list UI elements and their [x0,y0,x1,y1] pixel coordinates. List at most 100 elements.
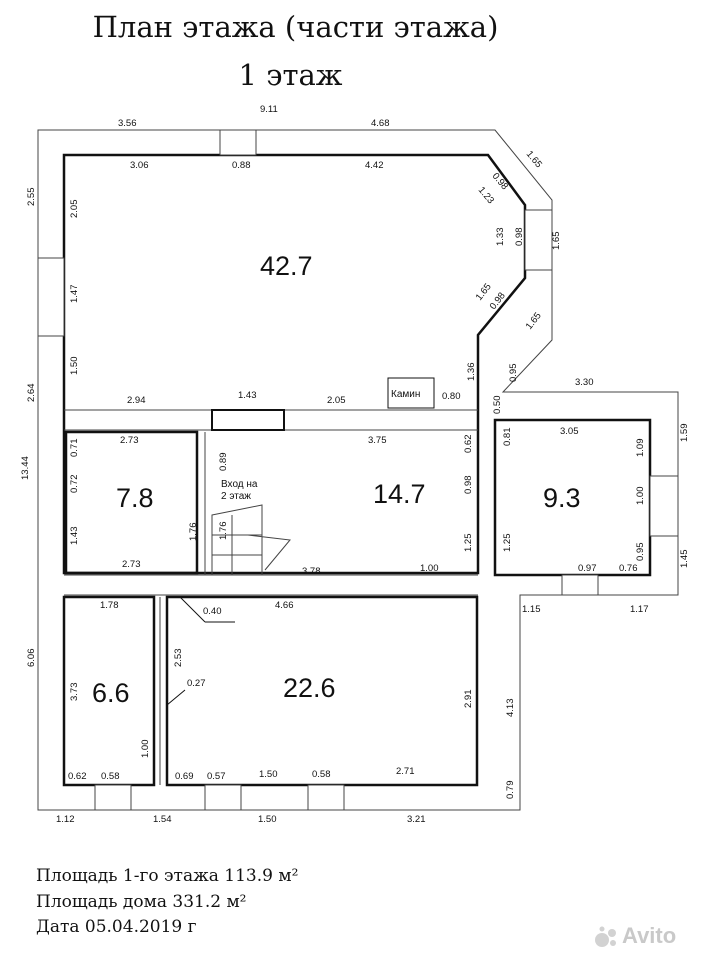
dim-label: 0.89 [218,453,229,472]
dim-label: 1.33 [495,228,506,247]
dim-label: 0.88 [232,160,251,171]
dim-label: 4.13 [505,699,516,718]
dim-label: 1.59 [679,424,690,443]
dim-label: 13.44 [20,456,31,480]
dim-label: 1.65 [524,310,544,331]
avito-logo-icon [595,926,616,947]
dim-label: 1.17 [630,604,649,615]
dim-label: 0.81 [502,428,513,447]
dim-label: 1.25 [502,534,513,553]
dim-label: 2.71 [396,766,415,777]
dim-label: 1.12 [56,814,75,825]
dim-label: 2.53 [173,649,184,668]
entry-label-1: Вход на [221,479,258,490]
inner-wall-room5 [62,595,156,787]
dim-label: 1.45 [679,550,690,569]
dim-label: 0.58 [312,769,331,780]
staircase [211,504,291,576]
plan-title: План этажа (части этажа) [92,10,499,44]
dim-label: 1.00 [140,740,151,759]
dim-label: 1.76 [188,523,199,542]
dim-label: 0.71 [69,439,80,458]
room-area-4: 9.3 [543,483,581,513]
plan-subtitle: 1 этаж [238,58,343,92]
dim-label: 9.11 [260,104,278,115]
dim-label: 0.95 [508,364,519,383]
dim-label: 3.78 [302,566,321,577]
dim-label: 1.47 [69,285,80,304]
dim-label: 1.43 [69,527,80,546]
dim-label: 0.27 [187,678,206,689]
inner-wall-room4 [493,418,652,577]
dim-label: 1.65 [551,232,562,251]
window-bottom-3 [307,784,345,811]
dim-label: 2.73 [122,559,141,570]
dim-label: 0.79 [505,781,516,800]
footer-date: Дата 05.04.2019 г [36,917,197,937]
inner-wall-room2 [64,430,199,575]
dim-label: 0.62 [463,435,474,454]
dim-label: 2.91 [463,690,474,709]
window-bottom-1 [94,784,132,811]
dim-label: 4.42 [365,160,384,171]
dim-label: 0.72 [69,475,80,494]
dim-label: 0.58 [101,771,120,782]
dim-label: 0.98 [463,476,474,495]
dim-label: 2.05 [69,200,80,219]
dim-label: 1.50 [258,814,277,825]
inner-wall-room6 [165,595,479,787]
room-area-3: 14.7 [373,479,426,509]
dim-label: 1.50 [69,357,80,376]
fireplace-box [387,377,435,409]
dim-label: 3.21 [407,814,426,825]
dim-label: 2.55 [26,188,37,207]
room-area-5: 6.6 [92,678,130,708]
dim-label: 1.00 [420,563,439,574]
door-mark-3 [166,689,186,706]
footer-floor-area: Площадь 1-го этажа 113.9 м² [36,866,299,886]
room-area-6: 22.6 [283,673,336,703]
dim-label: 0.50 [492,396,503,415]
dim-label: 6.06 [26,649,37,668]
watermark: Avito [622,923,677,948]
dim-label: 3.05 [560,426,579,437]
dim-label: 0.76 [619,563,638,574]
dim-label: 3.30 [575,377,594,388]
dim-label: 1.78 [100,600,119,611]
dim-label: 0.97 [578,563,597,574]
dim-label: 0.98 [514,228,525,247]
dim-label: 0.80 [442,391,461,402]
dim-label: 1.25 [463,534,474,553]
dim-label: 1.65 [524,149,544,170]
dim-label: 2.05 [327,395,346,406]
dim-label: 0.62 [68,771,87,782]
dim-label: 2.94 [127,395,146,406]
dim-label: 1.54 [153,814,172,825]
dim-label: 1.50 [259,769,278,780]
footer-house-area: Площадь дома 331.2 м² [36,892,247,912]
dim-label: 1.09 [635,439,646,458]
dim-label: 0.69 [175,771,194,782]
fireplace-label: Камин [391,389,420,400]
dim-label: 4.66 [275,600,294,611]
dim-label: 3.75 [368,435,387,446]
window-bottom-right [561,574,599,596]
dim-label: 1.43 [238,390,257,401]
entry-label-2: 2 этаж [221,491,251,502]
dim-label: 1.23 [476,185,496,206]
dim-label: 1.36 [466,363,477,382]
window-right-room4 [649,475,679,537]
opening-block [211,409,285,431]
window-side-1 [524,209,553,271]
dim-label: 0.57 [207,771,226,782]
dim-label: 1.76 [218,522,229,541]
dim-label: 0.98 [490,171,510,192]
window-bottom-2 [204,784,242,811]
dim-label: 3.56 [118,118,137,129]
dim-label: 2.73 [120,435,139,446]
dim-label: 2.64 [26,384,37,403]
room-area-1: 42.7 [260,251,313,281]
window-top [219,129,257,156]
dim-label: 1.15 [522,604,541,615]
